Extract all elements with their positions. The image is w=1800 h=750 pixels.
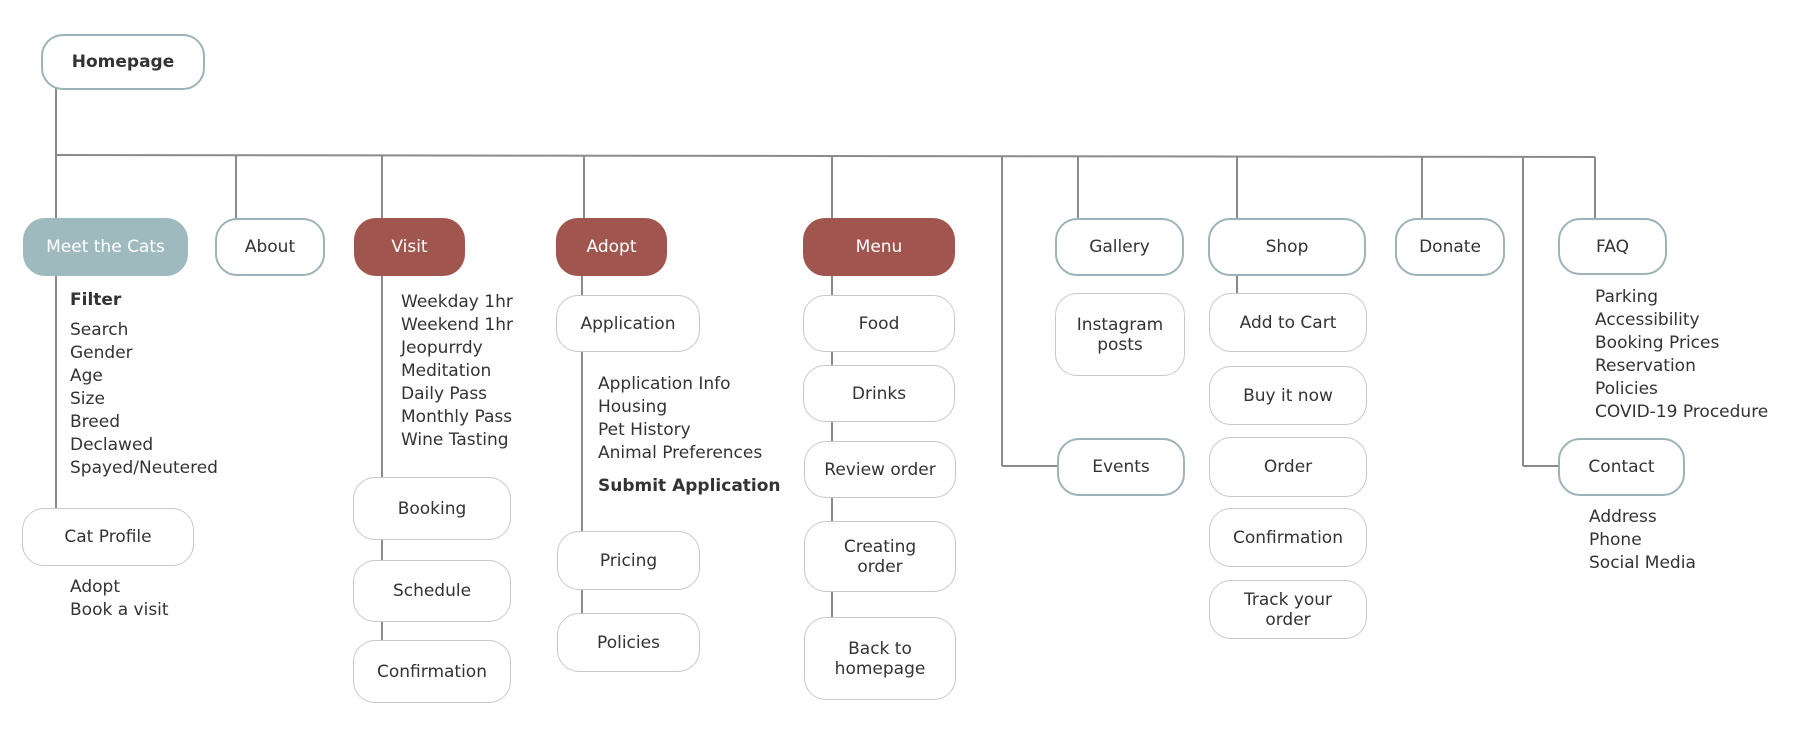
homepage-node[interactable]: Homepage	[41, 34, 205, 90]
filter-item[interactable]: Gender	[70, 343, 133, 363]
application-section[interactable]: Pet History	[598, 420, 691, 440]
contact-item[interactable]: Address	[1589, 507, 1657, 527]
about-node[interactable]: About	[215, 218, 325, 276]
drinks-node[interactable]: Drinks	[803, 365, 955, 422]
contact-node[interactable]: Contact	[1558, 438, 1685, 496]
application-section[interactable]: Housing	[598, 397, 668, 417]
contact-item[interactable]: Phone	[1589, 530, 1642, 550]
faq-item[interactable]: Policies	[1595, 379, 1658, 399]
contact-item[interactable]: Social Media	[1589, 553, 1696, 573]
pricing-node[interactable]: Pricing	[557, 531, 700, 590]
visit-options-list: Weekday 1hr Weekend 1hr Jeopurrdy Medita…	[401, 291, 513, 452]
events-node[interactable]: Events	[1057, 438, 1185, 496]
visit-option[interactable]: Weekend 1hr	[401, 315, 513, 335]
filter-item[interactable]: Search	[70, 320, 129, 340]
track-order-node[interactable]: Track your order	[1209, 580, 1367, 639]
filter-list: Search Gender Age Size Breed Declawed Sp…	[70, 319, 218, 480]
contact-items-list: Address Phone Social Media	[1589, 506, 1696, 575]
application-node[interactable]: Application	[556, 295, 700, 352]
filter-item[interactable]: Age	[70, 366, 103, 386]
adopt-node[interactable]: Adopt	[556, 218, 667, 276]
back-to-homepage-node[interactable]: Back to homepage	[804, 617, 956, 700]
filter-item[interactable]: Declawed	[70, 435, 154, 455]
profile-link[interactable]: Adopt	[70, 577, 120, 597]
visit-node[interactable]: Visit	[354, 218, 465, 276]
menu-node[interactable]: Menu	[803, 218, 955, 276]
booking-node[interactable]: Booking	[353, 477, 511, 540]
visit-confirmation-node[interactable]: Confirmation	[353, 640, 511, 703]
schedule-node[interactable]: Schedule	[353, 560, 511, 622]
review-order-node[interactable]: Review order	[804, 441, 956, 498]
filter-item[interactable]: Size	[70, 389, 105, 409]
shop-confirmation-node[interactable]: Confirmation	[1209, 508, 1367, 567]
application-section[interactable]: Animal Preferences	[598, 443, 763, 463]
shop-node[interactable]: Shop	[1208, 218, 1366, 276]
order-node[interactable]: Order	[1209, 437, 1367, 497]
faq-node[interactable]: FAQ	[1558, 218, 1667, 275]
faq-item[interactable]: Reservation	[1595, 356, 1696, 376]
faq-item[interactable]: COVID-19 Procedure	[1595, 402, 1769, 422]
visit-option[interactable]: Wine Tasting	[401, 430, 509, 450]
visit-option[interactable]: Jeopurrdy	[401, 338, 483, 358]
visit-option[interactable]: Meditation	[401, 361, 492, 381]
filter-item[interactable]: Spayed/Neutered	[70, 458, 218, 478]
adopt-policies-node[interactable]: Policies	[557, 613, 700, 672]
cat-profile-node[interactable]: Cat Profile	[22, 508, 194, 566]
visit-option[interactable]: Monthly Pass	[401, 407, 513, 427]
food-node[interactable]: Food	[803, 295, 955, 352]
faq-item[interactable]: Accessibility	[1595, 310, 1700, 330]
submit-application-label[interactable]: Submit Application	[598, 476, 781, 496]
faq-item[interactable]: Parking	[1595, 287, 1659, 307]
donate-node[interactable]: Donate	[1395, 218, 1505, 276]
visit-option[interactable]: Weekday 1hr	[401, 292, 513, 312]
buy-it-now-node[interactable]: Buy it now	[1209, 366, 1367, 425]
profile-link[interactable]: Book a visit	[70, 600, 169, 620]
filter-item[interactable]: Breed	[70, 412, 120, 432]
filter-heading: Filter	[70, 290, 122, 310]
instagram-posts-node[interactable]: Instagram posts	[1055, 293, 1185, 376]
faq-item[interactable]: Booking Prices	[1595, 333, 1720, 353]
application-sections-list: Application Info Housing Pet History Ani…	[598, 373, 762, 465]
creating-order-node[interactable]: Creating order	[804, 521, 956, 592]
meet-the-cats-node[interactable]: Meet the Cats	[23, 218, 188, 276]
add-to-cart-node[interactable]: Add to Cart	[1209, 293, 1367, 352]
faq-items-list: Parking Accessibility Booking Prices Res…	[1595, 286, 1768, 424]
gallery-node[interactable]: Gallery	[1055, 218, 1184, 276]
application-section[interactable]: Application Info	[598, 374, 731, 394]
visit-option[interactable]: Daily Pass	[401, 384, 488, 404]
cat-profile-links: Adopt Book a visit	[70, 576, 169, 622]
